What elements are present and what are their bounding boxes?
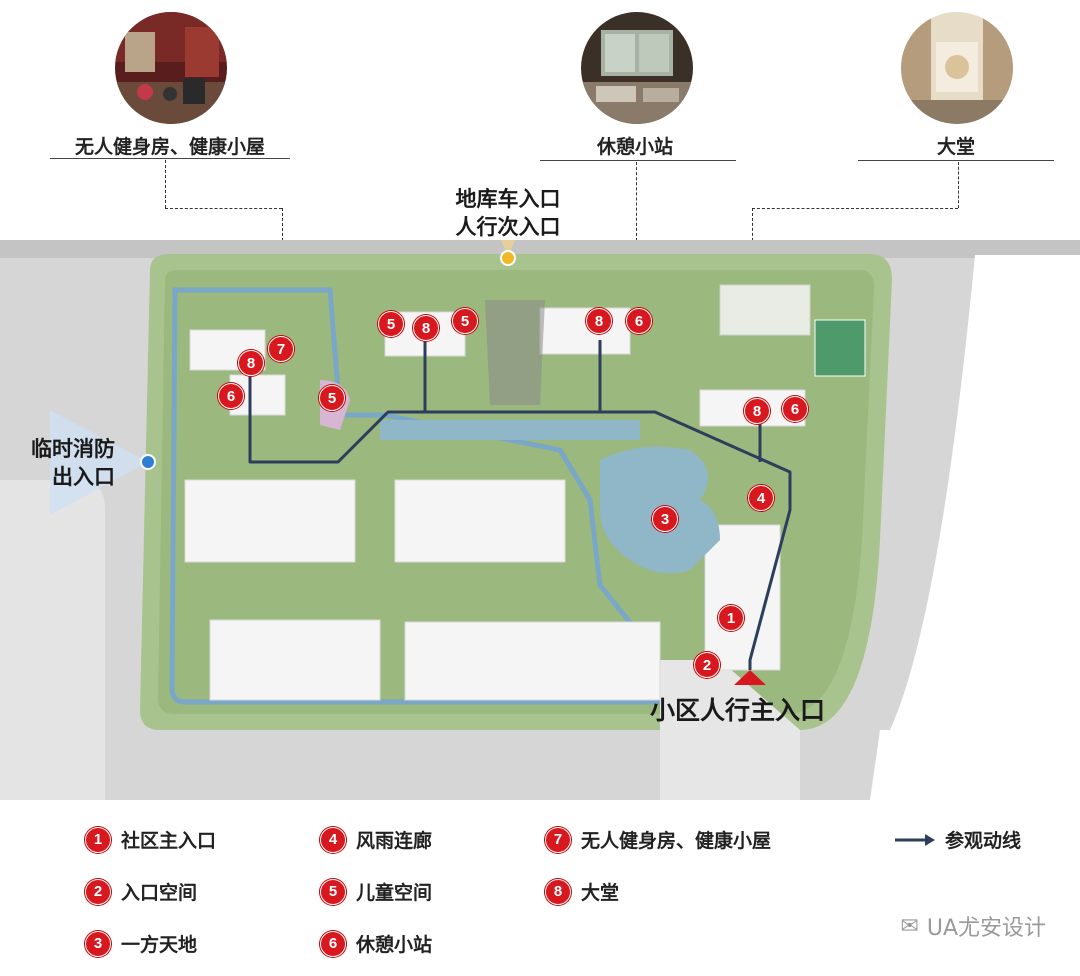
legend-label: 大堂 xyxy=(581,883,620,904)
gym-callout-rule xyxy=(50,158,290,159)
wechat-icon: ✉ xyxy=(900,913,919,939)
map-badge-6a[interactable]: 6 xyxy=(626,308,652,334)
legend-label: 社区主入口 xyxy=(121,831,217,852)
map-badge-8a[interactable]: 8 xyxy=(413,315,439,341)
fire-exit-line2: 出入口 xyxy=(52,466,115,489)
legend-badge: 2 xyxy=(85,878,111,905)
gym-leader-h xyxy=(165,208,282,209)
map-badge-8b[interactable]: 8 xyxy=(586,308,612,334)
fire-exit-line1: 临时消防 xyxy=(31,438,115,461)
legend-route: 参观动线 xyxy=(895,826,1021,853)
map-badge-6b[interactable]: 6 xyxy=(218,383,244,409)
legend-badge: 8 xyxy=(545,878,571,905)
map-badge-8d[interactable]: 8 xyxy=(744,398,770,424)
map-badge-5a[interactable]: 5 xyxy=(378,311,404,337)
lobby-callout-rule xyxy=(858,160,1054,161)
site-plan-map xyxy=(0,240,1080,800)
rest-leader xyxy=(636,162,637,312)
map-badge-1[interactable]: 1 xyxy=(718,605,744,631)
legend-label: 休憩小站 xyxy=(356,935,433,956)
map-badge-6c[interactable]: 6 xyxy=(782,396,808,422)
map-badge-7[interactable]: 7 xyxy=(268,336,294,362)
lobby-callout-label: 大堂 xyxy=(936,137,975,158)
lobby-leader-v1 xyxy=(958,162,959,208)
legend-badge: 7 xyxy=(545,826,571,853)
route-arrow-icon xyxy=(895,833,935,846)
legend-badge: 1 xyxy=(85,826,111,853)
legend-item-6: 6 休憩小站 xyxy=(320,930,432,957)
map-badge-4[interactable]: 4 xyxy=(748,485,774,511)
map-badge-8c[interactable]: 8 xyxy=(238,350,264,376)
main-entrance-label: 小区人行主入口 xyxy=(650,697,826,725)
gym-leader-v1 xyxy=(165,160,166,208)
map-badge-5b[interactable]: 5 xyxy=(452,308,478,334)
gym-callout-label: 无人健身房、健康小屋 xyxy=(74,137,265,158)
legend-item-1: 1 社区主入口 xyxy=(85,826,216,853)
legend-item-4: 4 风雨连廊 xyxy=(320,826,432,853)
garage-entrance-line1: 地库车入口 xyxy=(455,188,561,211)
legend-badge: 6 xyxy=(320,930,346,957)
legend-label: 儿童空间 xyxy=(356,883,433,904)
legend-label: 无人健身房、健康小屋 xyxy=(581,831,772,852)
legend-item-8: 8 大堂 xyxy=(545,878,619,905)
legend-label: 风雨连廊 xyxy=(356,831,433,852)
watermark-text: UA尤安设计 xyxy=(926,916,1046,941)
legend-item-7: 7 无人健身房、健康小屋 xyxy=(545,826,771,853)
legend-label: 入口空间 xyxy=(121,883,198,904)
legend-badge: 3 xyxy=(85,930,111,957)
garage-entrance-label: 地库车入口 人行次入口 xyxy=(448,186,568,242)
rest-callout-rule xyxy=(540,160,736,161)
rest-callout-label: 休憩小站 xyxy=(596,137,673,158)
map-badge-5c[interactable]: 5 xyxy=(319,385,345,411)
map-badge-2[interactable]: 2 xyxy=(694,652,720,678)
legend-badge: 5 xyxy=(320,878,346,905)
legend-route-label: 参观动线 xyxy=(945,831,1022,852)
legend-badge: 4 xyxy=(320,826,346,853)
map-badge-3[interactable]: 3 xyxy=(652,506,678,532)
garage-entrance-line2: 人行次入口 xyxy=(455,216,561,239)
lobby-leader-h xyxy=(752,208,958,209)
gym-photo xyxy=(115,12,227,124)
legend-item-5: 5 儿童空间 xyxy=(320,878,432,905)
fire-exit-label: 临时消防 出入口 xyxy=(15,436,115,492)
watermark: ✉ UA尤安设计 xyxy=(900,910,1046,942)
legend-item-2: 2 入口空间 xyxy=(85,878,197,905)
legend-item-3: 3 一方天地 xyxy=(85,930,197,957)
legend-label: 一方天地 xyxy=(121,935,198,956)
rest-station-photo xyxy=(581,12,693,124)
lobby-photo xyxy=(901,12,1013,124)
